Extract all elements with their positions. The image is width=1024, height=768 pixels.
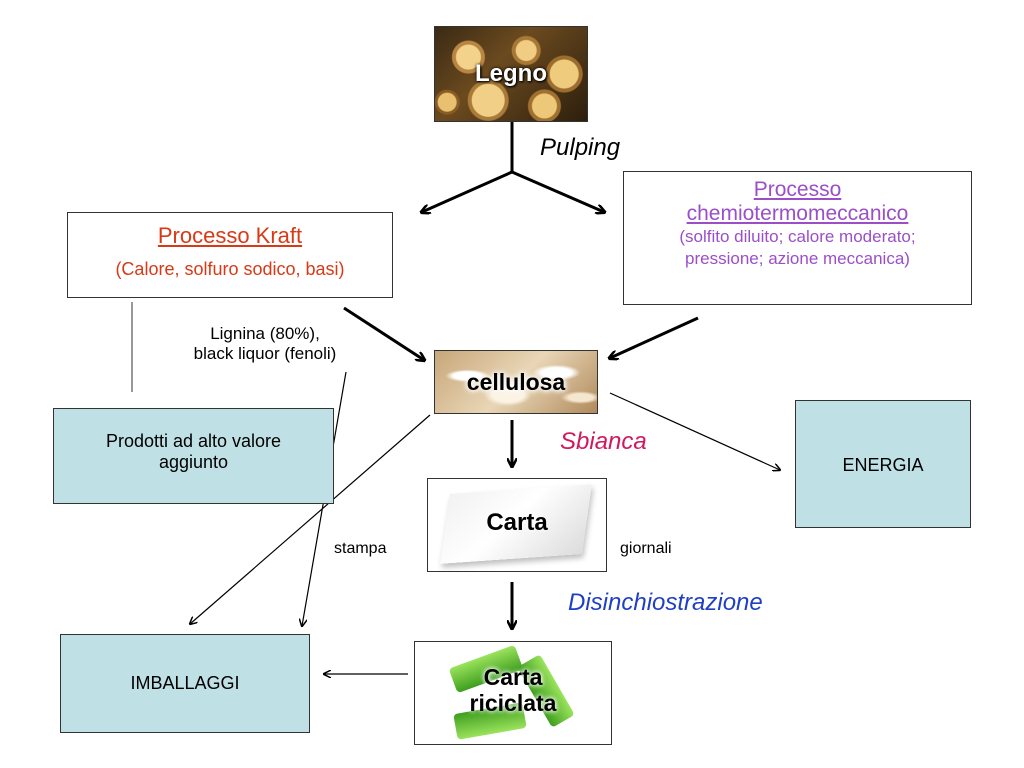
- sbianca-label: Sbianca: [560, 428, 647, 455]
- lignina-note: Lignina (80%), black liquor (fenoli): [160, 324, 370, 365]
- carta-riciclata-line1: Carta: [483, 664, 543, 690]
- carta-riciclata-label: Carta riciclata: [415, 664, 611, 717]
- lignina-line1: Lignina (80%),: [210, 324, 320, 343]
- ctmp-process-box: Processo chemiotermomeccanico (solfito d…: [623, 171, 972, 305]
- kraft-to-cellulosa-arrow: [343, 306, 424, 360]
- prodotti-line1: Prodotti ad alto valore: [105, 431, 282, 451]
- ctmp-title-line2: chemiotermomeccanico: [686, 202, 909, 226]
- carta-node: Carta: [427, 478, 607, 572]
- prodotti-box: Prodotti ad alto valore aggiunto: [53, 408, 334, 504]
- lignina-line2: black liquor (fenoli): [193, 344, 337, 364]
- giornali-label: giornali: [620, 540, 672, 557]
- energia-label: ENERGIA: [842, 455, 924, 475]
- kraft-title: Processo Kraft: [157, 223, 303, 248]
- legno-node: Legno: [434, 26, 588, 122]
- ctmp-to-cellulosa-arrow: [610, 316, 699, 358]
- imballaggi-box: IMBALLAGGI: [60, 634, 310, 733]
- legno-label: Legno: [475, 60, 547, 88]
- ctmp-detail-line1: (solfito diluito; calore moderato;: [679, 227, 916, 247]
- energia-box: ENERGIA: [795, 400, 971, 528]
- kraft-detail: (Calore, solfuro sodico, basi): [115, 259, 345, 279]
- ctmp-detail-line2: pressione; azione meccanica): [685, 248, 910, 268]
- pulping-to-ctmp-arrow: [511, 170, 604, 212]
- cellulosa-to-imballaggi-arrow: [190, 414, 431, 624]
- stampa-label: stampa: [334, 540, 387, 557]
- disinchiostrazione-label: Disinchiostrazione: [568, 589, 763, 616]
- kraft-process-box: Processo Kraft (Calore, solfuro sodico, …: [67, 212, 393, 298]
- cellulosa-to-energia-arrow: [609, 392, 780, 470]
- carta-label: Carta: [486, 509, 548, 536]
- ctmp-title-line1: Processo: [753, 178, 842, 201]
- pulping-to-kraft-arrow: [422, 170, 513, 212]
- pulping-label: Pulping: [540, 134, 621, 161]
- carta-riciclata-line2: riciclata: [469, 690, 557, 717]
- prodotti-line2: aggiunto: [158, 452, 229, 472]
- carta-riciclata-node: Carta riciclata: [414, 641, 612, 745]
- cellulosa-label: cellulosa: [466, 368, 566, 395]
- cellulosa-node: cellulosa: [434, 350, 598, 414]
- imballaggi-label: IMBALLAGGI: [130, 673, 240, 693]
